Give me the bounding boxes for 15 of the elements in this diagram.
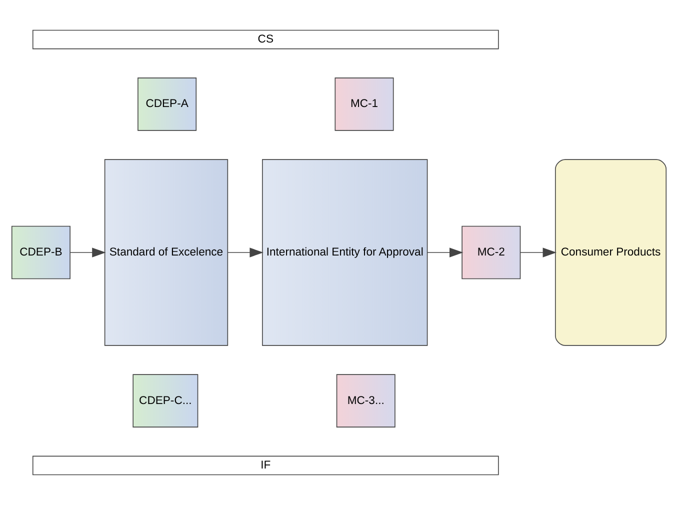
arrow xyxy=(228,248,264,258)
node-box: MC-3... xyxy=(336,374,396,428)
node-box: CDEP-A xyxy=(138,78,197,131)
arrow xyxy=(427,248,464,258)
node-box: Consumer Products xyxy=(555,159,667,346)
node-box: CDEP-C... xyxy=(132,374,198,428)
arrow xyxy=(70,248,106,258)
node-box: International Entity for Approval xyxy=(262,159,428,346)
node-box: Standard of Excelence xyxy=(104,159,228,346)
node-box: MC-2 xyxy=(462,226,521,280)
node-box: MC-1 xyxy=(334,78,394,131)
node-box: CS xyxy=(32,30,499,50)
node-box: IF xyxy=(32,456,499,476)
arrow xyxy=(520,248,557,258)
node-box: CDEP-B xyxy=(11,226,70,280)
